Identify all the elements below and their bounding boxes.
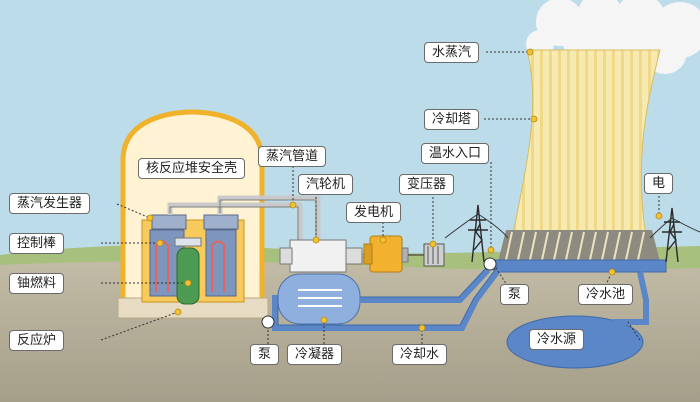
label-warm-water-inlet: 温水入口 bbox=[421, 143, 490, 164]
cooling-pool-basin bbox=[493, 259, 667, 273]
label-control-rod: 控制棒 bbox=[9, 233, 65, 254]
steam-generator-top bbox=[151, 214, 187, 230]
leader-dots bbox=[146, 48, 663, 332]
pump-left-symbol bbox=[261, 315, 275, 329]
label-water-vapor: 水蒸汽 bbox=[424, 42, 480, 63]
label-turbine: 汽轮机 bbox=[298, 174, 354, 195]
turbine-body bbox=[289, 239, 347, 273]
label-generator: 发电机 bbox=[346, 202, 402, 223]
label-containment: 核反应堆安全壳 bbox=[138, 158, 246, 179]
label-cold-water-source: 冷水源 bbox=[529, 329, 585, 350]
label-pump-right: 泵 bbox=[500, 284, 530, 305]
cooling-water-pipes bbox=[272, 266, 649, 331]
label-cooling-water: 冷却水 bbox=[392, 344, 448, 365]
leader-lines bbox=[100, 51, 660, 344]
label-reactor: 反应炉 bbox=[9, 330, 65, 351]
label-cooling-pool: 冷水池 bbox=[578, 284, 634, 305]
label-steam-pipe: 蒸汽管道 bbox=[258, 146, 327, 167]
pylon-left bbox=[468, 204, 488, 263]
label-condenser: 冷凝器 bbox=[287, 344, 343, 365]
pylon-right bbox=[662, 207, 682, 263]
label-uranium-fuel: 铀燃料 bbox=[9, 273, 65, 294]
uranium-fuel-core bbox=[176, 247, 200, 305]
label-transformer: 变压器 bbox=[399, 174, 455, 195]
label-cooling-tower: 冷却塔 bbox=[424, 109, 480, 130]
transformer-body bbox=[423, 243, 445, 267]
label-steam-generator: 蒸汽发生器 bbox=[9, 193, 91, 214]
label-pump-left: 泵 bbox=[250, 344, 280, 365]
label-electricity: 电 bbox=[644, 173, 674, 194]
pump-right-symbol bbox=[483, 257, 497, 271]
